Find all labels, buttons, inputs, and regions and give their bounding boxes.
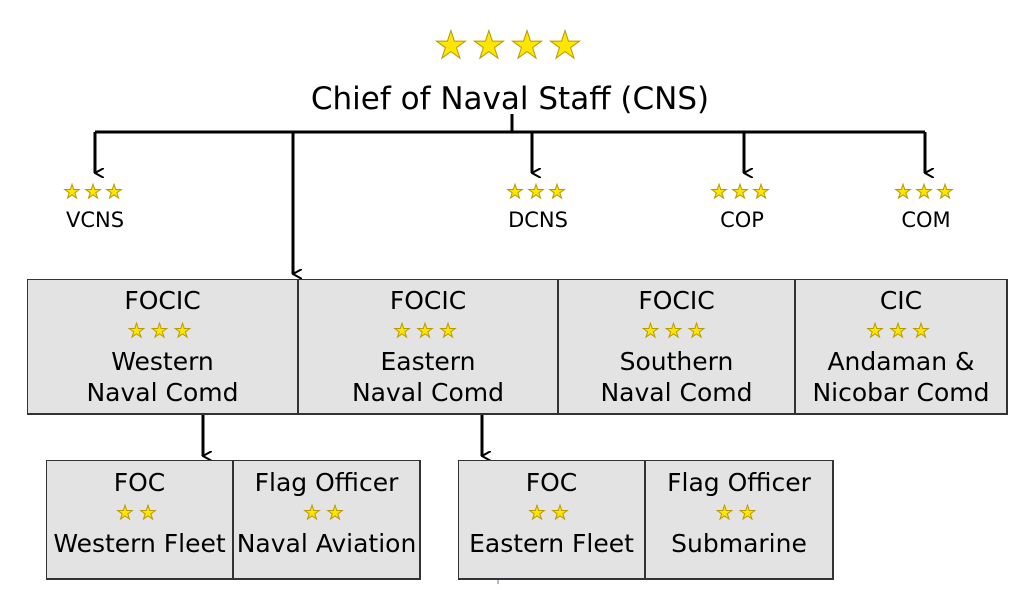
sub-stars: ★★ xyxy=(528,502,575,525)
sub-line1: Western Fleet xyxy=(53,529,226,558)
command-line1: Southern xyxy=(619,347,734,376)
command-stars: ★★★ xyxy=(641,320,712,343)
command-line1: Eastern xyxy=(380,347,476,376)
sub-title: Flag Officer xyxy=(254,468,399,497)
sub-box-eastern-fleet: FOC ★★ Eastern Fleet xyxy=(458,460,646,580)
cop-label: COP xyxy=(720,208,764,232)
cns-stars: ★★★★ xyxy=(433,23,587,67)
command-line1: Western xyxy=(111,347,214,376)
command-box-andaman-nicobar: CIC ★★★ Andaman & Nicobar Comd xyxy=(795,279,1008,415)
sub-line1: Naval Aviation xyxy=(236,529,417,558)
command-line2: Nicobar Comd xyxy=(812,378,990,407)
com-stars: ★★★ xyxy=(894,181,958,203)
cns-title: Chief of Naval Staff (CNS) xyxy=(310,81,710,117)
staff-node-vcns: ★★★ VCNS xyxy=(35,181,155,232)
cop-stars: ★★★ xyxy=(710,181,774,203)
sub-box-submarine: Flag Officer ★★ Submarine xyxy=(645,460,834,580)
command-title: FOCIC xyxy=(389,286,467,315)
sub-box-naval-aviation: Flag Officer ★★ Naval Aviation xyxy=(233,460,421,580)
sub-title: FOC xyxy=(525,468,578,497)
sub-line1: Submarine xyxy=(671,529,807,558)
staff-node-cop: ★★★ COP xyxy=(682,181,802,232)
sub-stars: ★★ xyxy=(116,502,163,525)
sub-line1: Eastern Fleet xyxy=(469,529,634,558)
sub-title: Flag Officer xyxy=(667,468,811,497)
command-line2: Naval Comd xyxy=(86,378,239,407)
staff-node-dcns: ★★★ DCNS xyxy=(478,181,598,232)
sub-box-western-fleet: FOC ★★ Western Fleet xyxy=(46,460,234,580)
command-box-southern: FOCIC ★★★ Southern Naval Comd xyxy=(558,279,796,415)
command-stars: ★★★ xyxy=(866,320,936,343)
vcns-stars: ★★★ xyxy=(63,181,127,203)
command-line2: Naval Comd xyxy=(600,378,753,407)
command-stars: ★★★ xyxy=(393,320,463,343)
dcns-stars: ★★★ xyxy=(506,181,570,203)
sub-stars: ★★ xyxy=(715,502,763,525)
command-line2: Naval Comd xyxy=(351,378,504,407)
command-line1: Andaman & xyxy=(827,347,975,376)
com-label: COM xyxy=(901,208,951,232)
command-title: FOCIC xyxy=(638,286,715,315)
command-stars: ★★★ xyxy=(127,320,198,343)
command-title: FOCIC xyxy=(124,286,201,315)
command-title: CIC xyxy=(879,286,923,315)
dcns-label: DCNS xyxy=(508,208,568,232)
staff-node-com: ★★★ COM xyxy=(866,181,986,232)
sub-title: FOC xyxy=(113,468,166,497)
vcns-label: VCNS xyxy=(65,208,125,232)
command-box-western: FOCIC ★★★ Western Naval Comd xyxy=(27,279,299,415)
sub-stars: ★★ xyxy=(303,502,350,525)
command-box-eastern: FOCIC ★★★ Eastern Naval Comd xyxy=(298,279,559,415)
